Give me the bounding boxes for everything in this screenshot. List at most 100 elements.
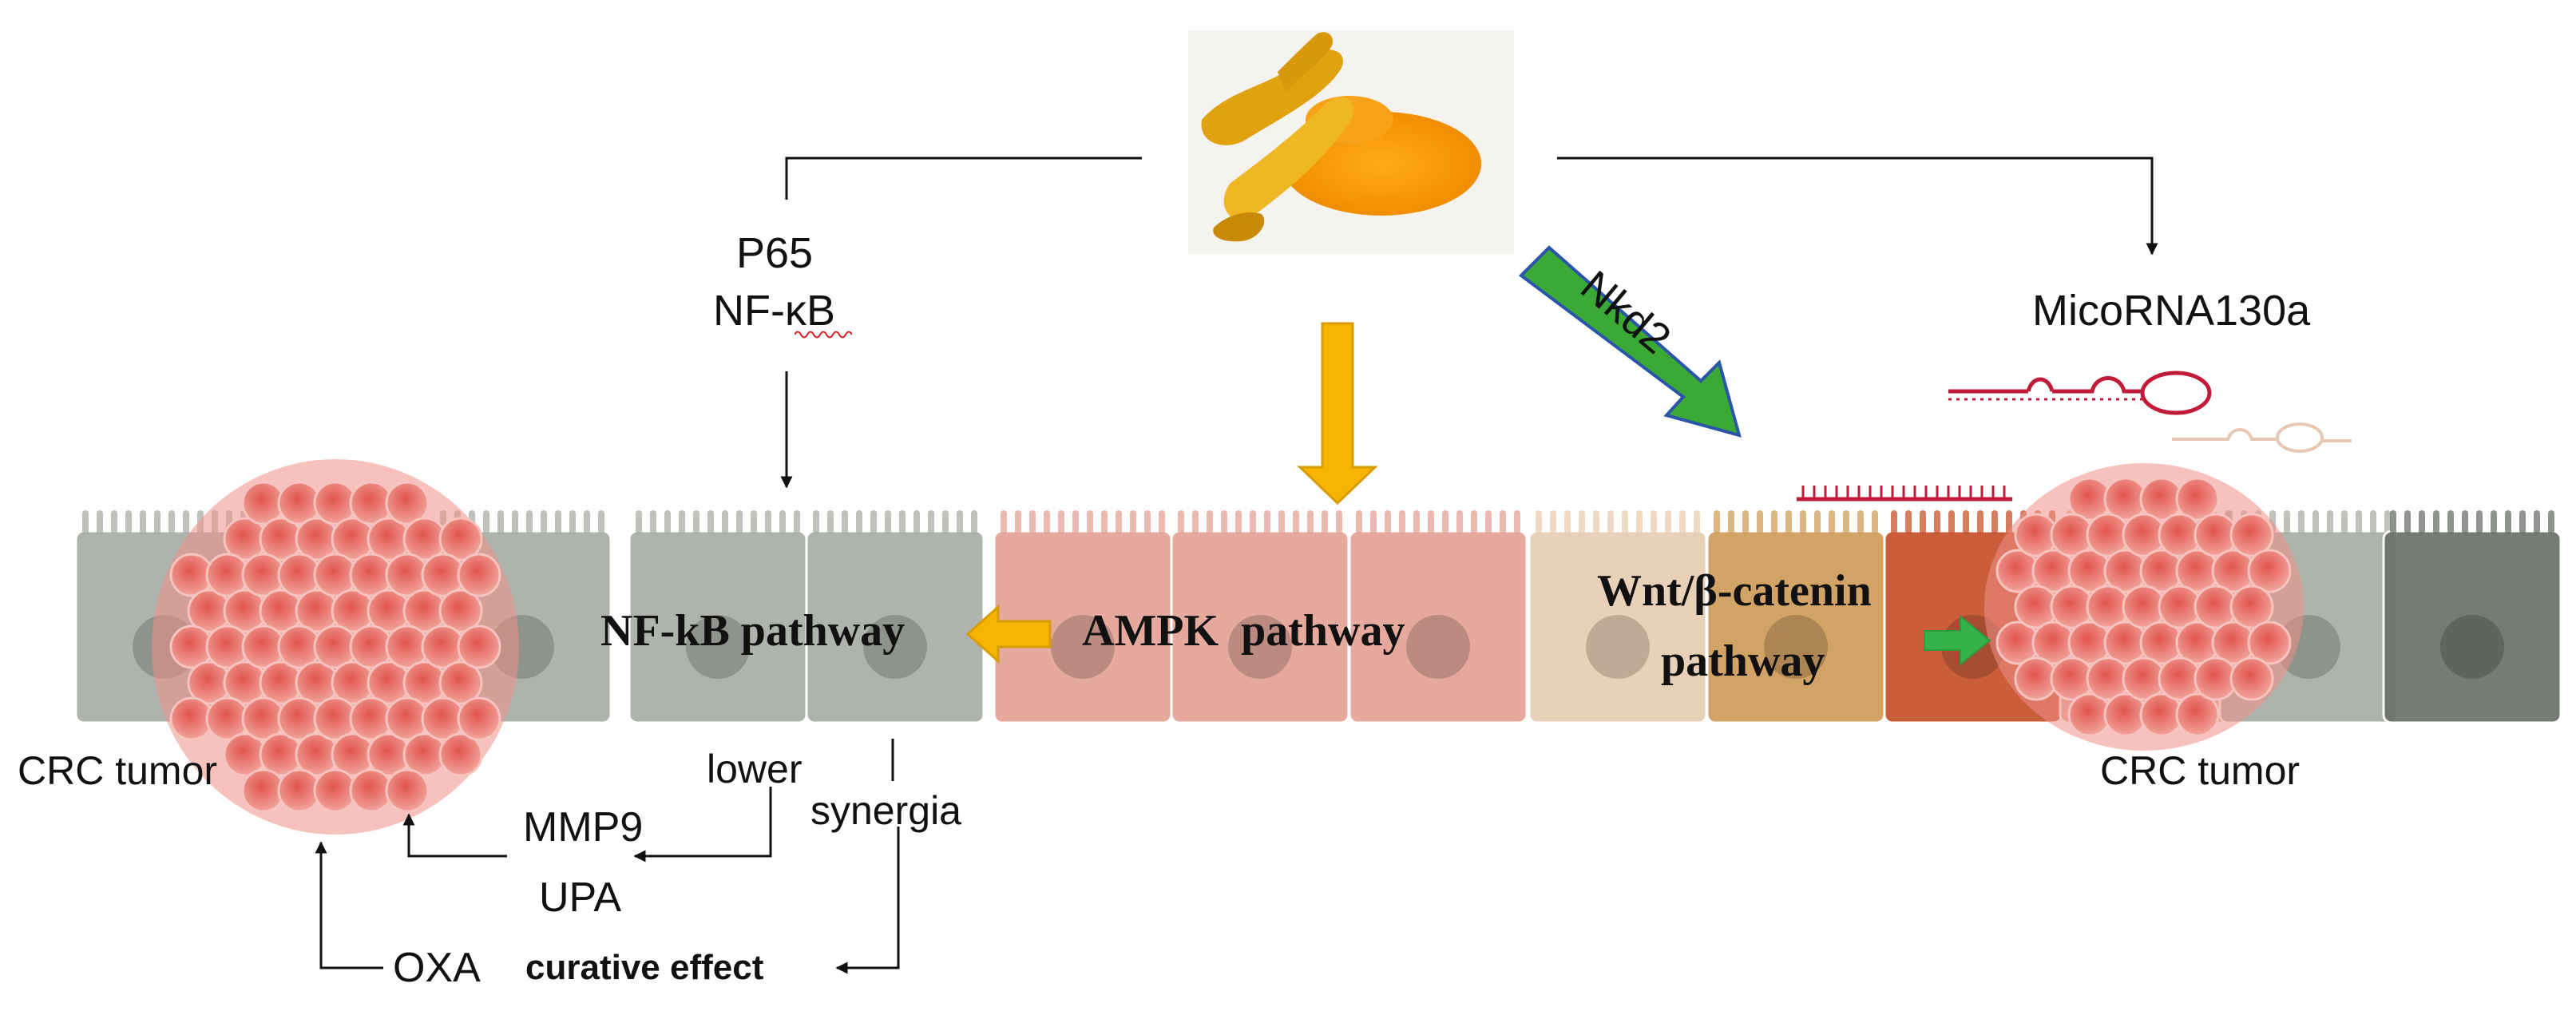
microvillus [1413, 510, 1420, 534]
microvillus [1485, 510, 1492, 534]
microvillus [1622, 510, 1628, 534]
microvillus [2447, 510, 2454, 534]
microvillus [971, 510, 977, 534]
mmp9-connector [402, 813, 507, 858]
microvillus [598, 510, 604, 534]
microvillus [1471, 510, 1477, 534]
epithelial-cell [2382, 529, 2562, 724]
connector-left [780, 157, 1142, 489]
microvillus [1829, 510, 1835, 534]
microvillus [1044, 510, 1050, 534]
crc-tumor-right-label: CRC tumor [2100, 748, 2301, 793]
microvillus [1757, 510, 1763, 534]
microvillus [2505, 510, 2511, 534]
tumor-cell [2175, 477, 2220, 521]
microvillus [168, 510, 175, 534]
microvillus [1336, 510, 1342, 534]
microvillus [1872, 510, 1878, 534]
microvillus [1178, 510, 1184, 534]
microvillus [650, 510, 656, 534]
tumor-cell [457, 696, 501, 741]
microvillus [1500, 510, 1506, 534]
upa-label: UPA [539, 874, 622, 921]
microvillus [2284, 510, 2290, 534]
microvillus [2384, 510, 2391, 534]
microvillus [1579, 510, 1585, 534]
microvillus [1399, 510, 1405, 534]
green-nkd2-arrow [1518, 245, 1742, 438]
microvillus [1771, 510, 1777, 534]
lower-connector [633, 787, 772, 862]
tumor-cluster-icon [152, 459, 519, 835]
microvillus [82, 510, 89, 534]
microvillus [2534, 510, 2540, 534]
microvillus [1785, 510, 1792, 534]
microvillus [1991, 510, 1998, 534]
microvillus [1235, 510, 1242, 534]
microvillus [957, 510, 963, 534]
tumor-cell [2247, 549, 2292, 593]
microvillus [1130, 510, 1136, 534]
microvillus [2433, 510, 2439, 534]
microvillus [2298, 510, 2305, 534]
microvillus [2419, 510, 2425, 534]
microvillus [928, 510, 934, 534]
cell-nucleus [1764, 615, 1828, 679]
microvillus [1356, 510, 1362, 534]
microvillus [765, 510, 771, 534]
microvillus [827, 510, 834, 534]
tumor-cell [438, 589, 483, 633]
wnt-pathway-label-1: Wnt/β-catenin [1597, 566, 1872, 616]
microvillus [736, 510, 743, 534]
cell-nucleus [1406, 615, 1470, 679]
microvillus [1278, 510, 1285, 534]
microvillus [1159, 510, 1165, 534]
microvillus [2390, 510, 2396, 534]
cell-nucleus [2440, 615, 2504, 679]
microvillus [856, 510, 862, 534]
microvillus [1800, 510, 1806, 534]
tumor-cell [457, 624, 501, 669]
tumor-cell [438, 732, 483, 777]
microvillus [140, 510, 146, 534]
nfkb-factor-label: NF-κB [713, 287, 835, 335]
microvillus [1087, 510, 1093, 534]
microrna-hairpin-icon [1948, 371, 2212, 415]
microvillus [1307, 510, 1314, 534]
microvillus [1101, 510, 1108, 534]
microvillus [2491, 510, 2497, 534]
microvillus [722, 510, 728, 534]
green-right-arrow [1924, 614, 1991, 667]
microvillus [1116, 510, 1122, 534]
microvillus [183, 510, 189, 534]
microvillus [541, 510, 547, 534]
tumor-cell [385, 481, 430, 525]
microvillus [707, 510, 714, 534]
microvillus [1728, 510, 1734, 534]
microvillus [483, 510, 489, 534]
microvillus [2370, 510, 2376, 534]
microvillus [794, 510, 800, 534]
cell-nucleus [1586, 615, 1650, 679]
ampk-pathway-label: AMPK pathway [1082, 606, 1405, 656]
tumor-cell [2229, 513, 2274, 557]
microvillus [1977, 510, 1984, 534]
tumor-cell [2229, 656, 2274, 701]
orange-left-arrow [965, 604, 1052, 664]
microvillus [1428, 510, 1434, 534]
microvillus [569, 510, 576, 534]
microvillus [1385, 510, 1391, 534]
mirna-binding-comb [1797, 486, 2012, 502]
nfkb-pathway-label: NF-kB pathway [600, 606, 906, 656]
wnt-pathway-label-2: pathway [1661, 636, 1825, 686]
microvillus [1891, 510, 1897, 534]
microvillus [1370, 510, 1377, 534]
curative-effect-label: curative effect [525, 948, 764, 987]
microvillus [2356, 510, 2362, 534]
spellcheck-squiggle [795, 331, 852, 339]
tumor-cell [457, 553, 501, 597]
microvillus [526, 510, 533, 534]
microvillus [2519, 510, 2526, 534]
microvillus [1714, 510, 1720, 534]
